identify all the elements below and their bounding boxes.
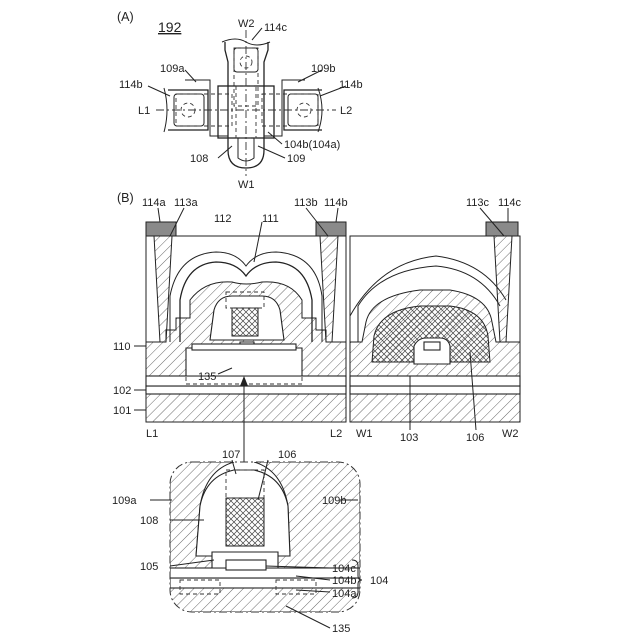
label-104c: 104c	[332, 563, 356, 575]
label-w2-a: W2	[238, 18, 255, 30]
label-114b-left-a: 114b	[119, 79, 143, 91]
label-w2-b: W2	[502, 428, 519, 440]
label-113b: 113b	[294, 197, 318, 209]
section-l1-l2	[146, 222, 346, 422]
label-109-a: 109	[287, 153, 305, 165]
label-111: 111	[262, 213, 279, 225]
label-113a: 113a	[174, 197, 199, 209]
label-w1-b: W1	[356, 428, 373, 440]
panel-b: (B)	[113, 191, 522, 468]
label-109a-d: 109a	[112, 495, 137, 507]
label-114a: 114a	[142, 197, 167, 209]
label-107: 107	[222, 449, 240, 461]
label-114b-right-a: 114b	[339, 79, 363, 91]
panel-a-number: 192	[158, 19, 182, 35]
label-113c: 113c	[466, 197, 490, 209]
label-104a: 104a	[332, 588, 357, 600]
detail-view: 107 106 109a 109b 108 105 104c 104b 104 …	[112, 449, 388, 635]
label-101: 101	[113, 405, 131, 417]
label-135-d: 135	[332, 623, 350, 635]
section-w1-w2	[350, 222, 520, 422]
label-l2-b: L2	[330, 428, 342, 440]
label-109b-a: 109b	[311, 63, 335, 75]
label-l1-b: L1	[146, 428, 158, 440]
label-108-a: 108	[190, 153, 208, 165]
label-112: 112	[214, 213, 232, 225]
label-106-b: 106	[466, 432, 484, 444]
label-108-d: 108	[140, 515, 158, 527]
label-104b-a: 104b(104a)	[284, 139, 340, 151]
label-109a-a: 109a	[160, 63, 185, 75]
label-109b-d: 109b	[322, 495, 346, 507]
panel-a-letter: (A)	[117, 10, 134, 24]
label-104b-d: 104b	[332, 575, 356, 587]
label-135-b: 135	[198, 371, 216, 383]
label-104: 104	[370, 575, 388, 587]
label-105: 105	[140, 561, 158, 573]
panel-a: (A) 192	[117, 10, 363, 191]
label-106-d: 106	[278, 449, 296, 461]
label-l2-a: L2	[340, 105, 352, 117]
label-114c-b: 114c	[498, 197, 522, 209]
label-114c-a: 114c	[264, 22, 288, 34]
label-l1-a: L1	[138, 105, 150, 117]
label-114b-b: 114b	[324, 197, 348, 209]
panel-b-letter: (B)	[117, 191, 134, 205]
label-w1-a: W1	[238, 179, 255, 191]
label-103: 103	[400, 432, 418, 444]
label-110: 110	[113, 341, 131, 353]
label-102: 102	[113, 385, 131, 397]
